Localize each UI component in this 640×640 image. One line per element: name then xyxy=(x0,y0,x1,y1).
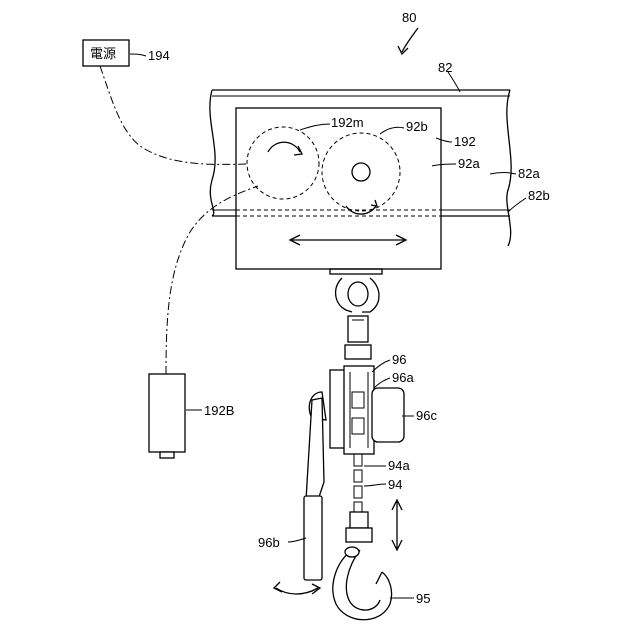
label-194: 194 xyxy=(148,48,170,63)
label-92a: 92a xyxy=(458,156,480,171)
label-192m: 192m xyxy=(331,115,364,130)
lever-swing-arrow xyxy=(274,582,320,594)
battery-192B xyxy=(149,374,185,458)
label-80: 80 xyxy=(402,10,416,25)
label-94a: 94a xyxy=(388,458,410,473)
label-82: 82 xyxy=(438,60,452,75)
label-94: 94 xyxy=(388,477,402,492)
power-box-text: 電源 xyxy=(90,46,116,61)
vertical-movement-arrow xyxy=(392,500,402,550)
label-96: 96 xyxy=(392,352,406,367)
label-82a: 82a xyxy=(518,166,540,181)
label-92b: 92b xyxy=(406,119,428,134)
hoist-assembly xyxy=(274,269,404,620)
label-82b: 82b xyxy=(528,188,550,203)
power-cable xyxy=(100,66,248,164)
label-96b: 96b xyxy=(258,535,280,550)
label-192B: 192B xyxy=(204,403,234,418)
label-96c: 96c xyxy=(416,408,437,423)
label-95: 95 xyxy=(416,591,430,606)
label-96a: 96a xyxy=(392,370,414,385)
label-192: 192 xyxy=(454,134,476,149)
